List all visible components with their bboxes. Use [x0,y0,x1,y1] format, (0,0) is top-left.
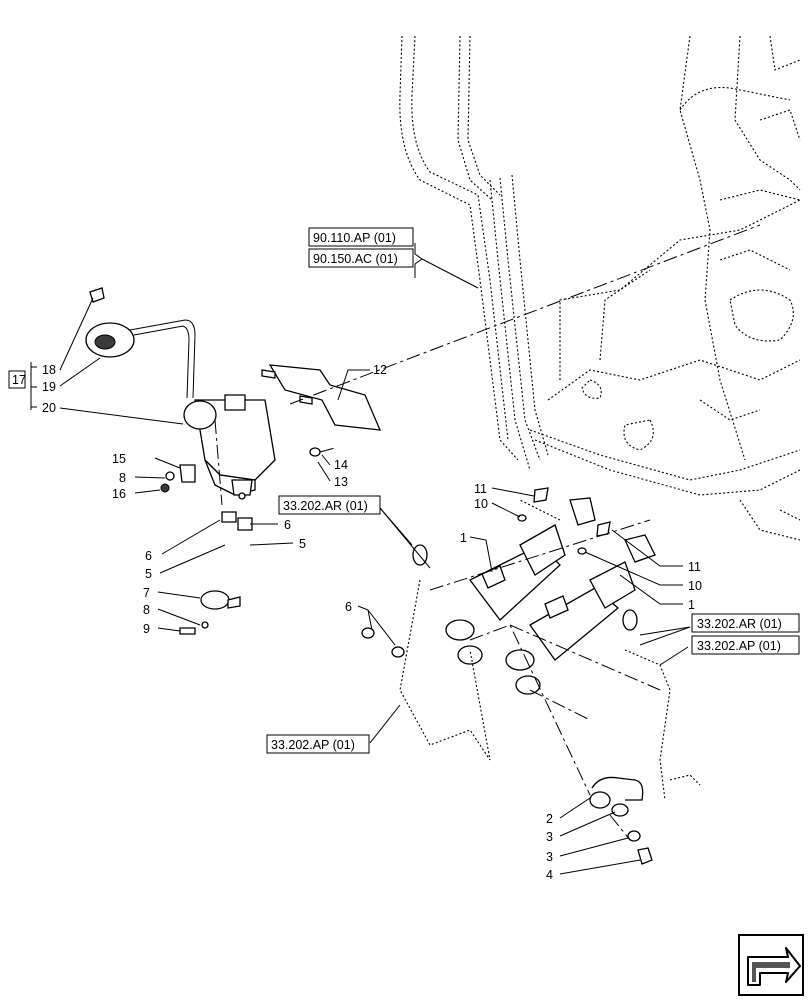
group-box-17: 17 [8,370,26,389]
cab-frame-outline [399,35,801,541]
master-cylinder-left [445,497,596,665]
ref-label: 33.202.AR (01) [697,617,782,631]
ref-label: 33.202.AP (01) [271,738,355,752]
callout: 1 [688,598,695,612]
callout: 8 [143,603,150,617]
callout: 6 [284,518,291,532]
callout: 5 [145,567,152,581]
ref-label: 90.110.AP (01) [313,231,396,245]
callout: 10 [688,579,702,593]
pedal-rods [399,544,701,801]
callout: 19 [42,380,56,394]
reference-90-110-AP[interactable]: 90.110.AP (01) [308,227,414,247]
reference-33-202-AP-lower[interactable]: 33.202.AP (01) [266,734,370,754]
callout: 9 [143,622,150,636]
callout: 20 [42,401,56,415]
ref-label: 90.150.AC (01) [313,252,398,266]
callout: 3 [546,830,553,844]
reference-90-150-AC[interactable]: 90.150.AC (01) [308,248,414,268]
mounting-bracket [261,364,382,457]
ref-label: 33.202.AR (01) [283,499,368,513]
callout: 1 [460,531,467,545]
next-page-arrow-icon[interactable] [738,934,804,996]
hose-fittings [160,464,253,531]
reference-33-202-AR-upper[interactable]: 33.202.AR (01) [278,495,381,515]
callout: 6 [145,549,152,563]
fluid-hoses [224,527,405,678]
callout: 10 [474,497,488,511]
leader-lines [30,243,691,875]
group-label: 17 [12,373,26,387]
assembly-centerlines [214,224,761,841]
callout: 15 [112,452,126,466]
reference-33-202-AR-right[interactable]: 33.202.AR (01) [691,613,800,633]
brake-fluid-reservoir [183,394,276,500]
reservoir-cap [85,319,196,399]
callout: 6 [345,600,352,614]
brake-pipe-fittings [589,776,653,865]
callout: 3 [546,850,553,864]
callout: 18 [42,363,56,377]
callout: 16 [112,487,126,501]
callout: 8 [119,471,126,485]
callout: 11 [474,482,487,496]
callout: 7 [143,586,150,600]
callout: 11 [688,560,701,574]
hose-clamp [179,590,241,635]
cap-clip [89,287,105,303]
ref-label: 33.202.AP (01) [697,639,781,653]
reference-33-202-AP-right[interactable]: 33.202.AP (01) [691,635,800,655]
callout: 5 [299,537,306,551]
callout: 4 [546,868,553,882]
callout: 2 [546,812,553,826]
master-cylinder-right [505,534,656,695]
callout: 12 [373,363,387,377]
callout: 13 [334,475,348,489]
callout: 14 [334,458,348,472]
callout-numbers: 18 19 20 12 14 13 15 8 16 6 6 5 5 7 8 9 … [42,363,702,882]
bolts [517,487,611,555]
